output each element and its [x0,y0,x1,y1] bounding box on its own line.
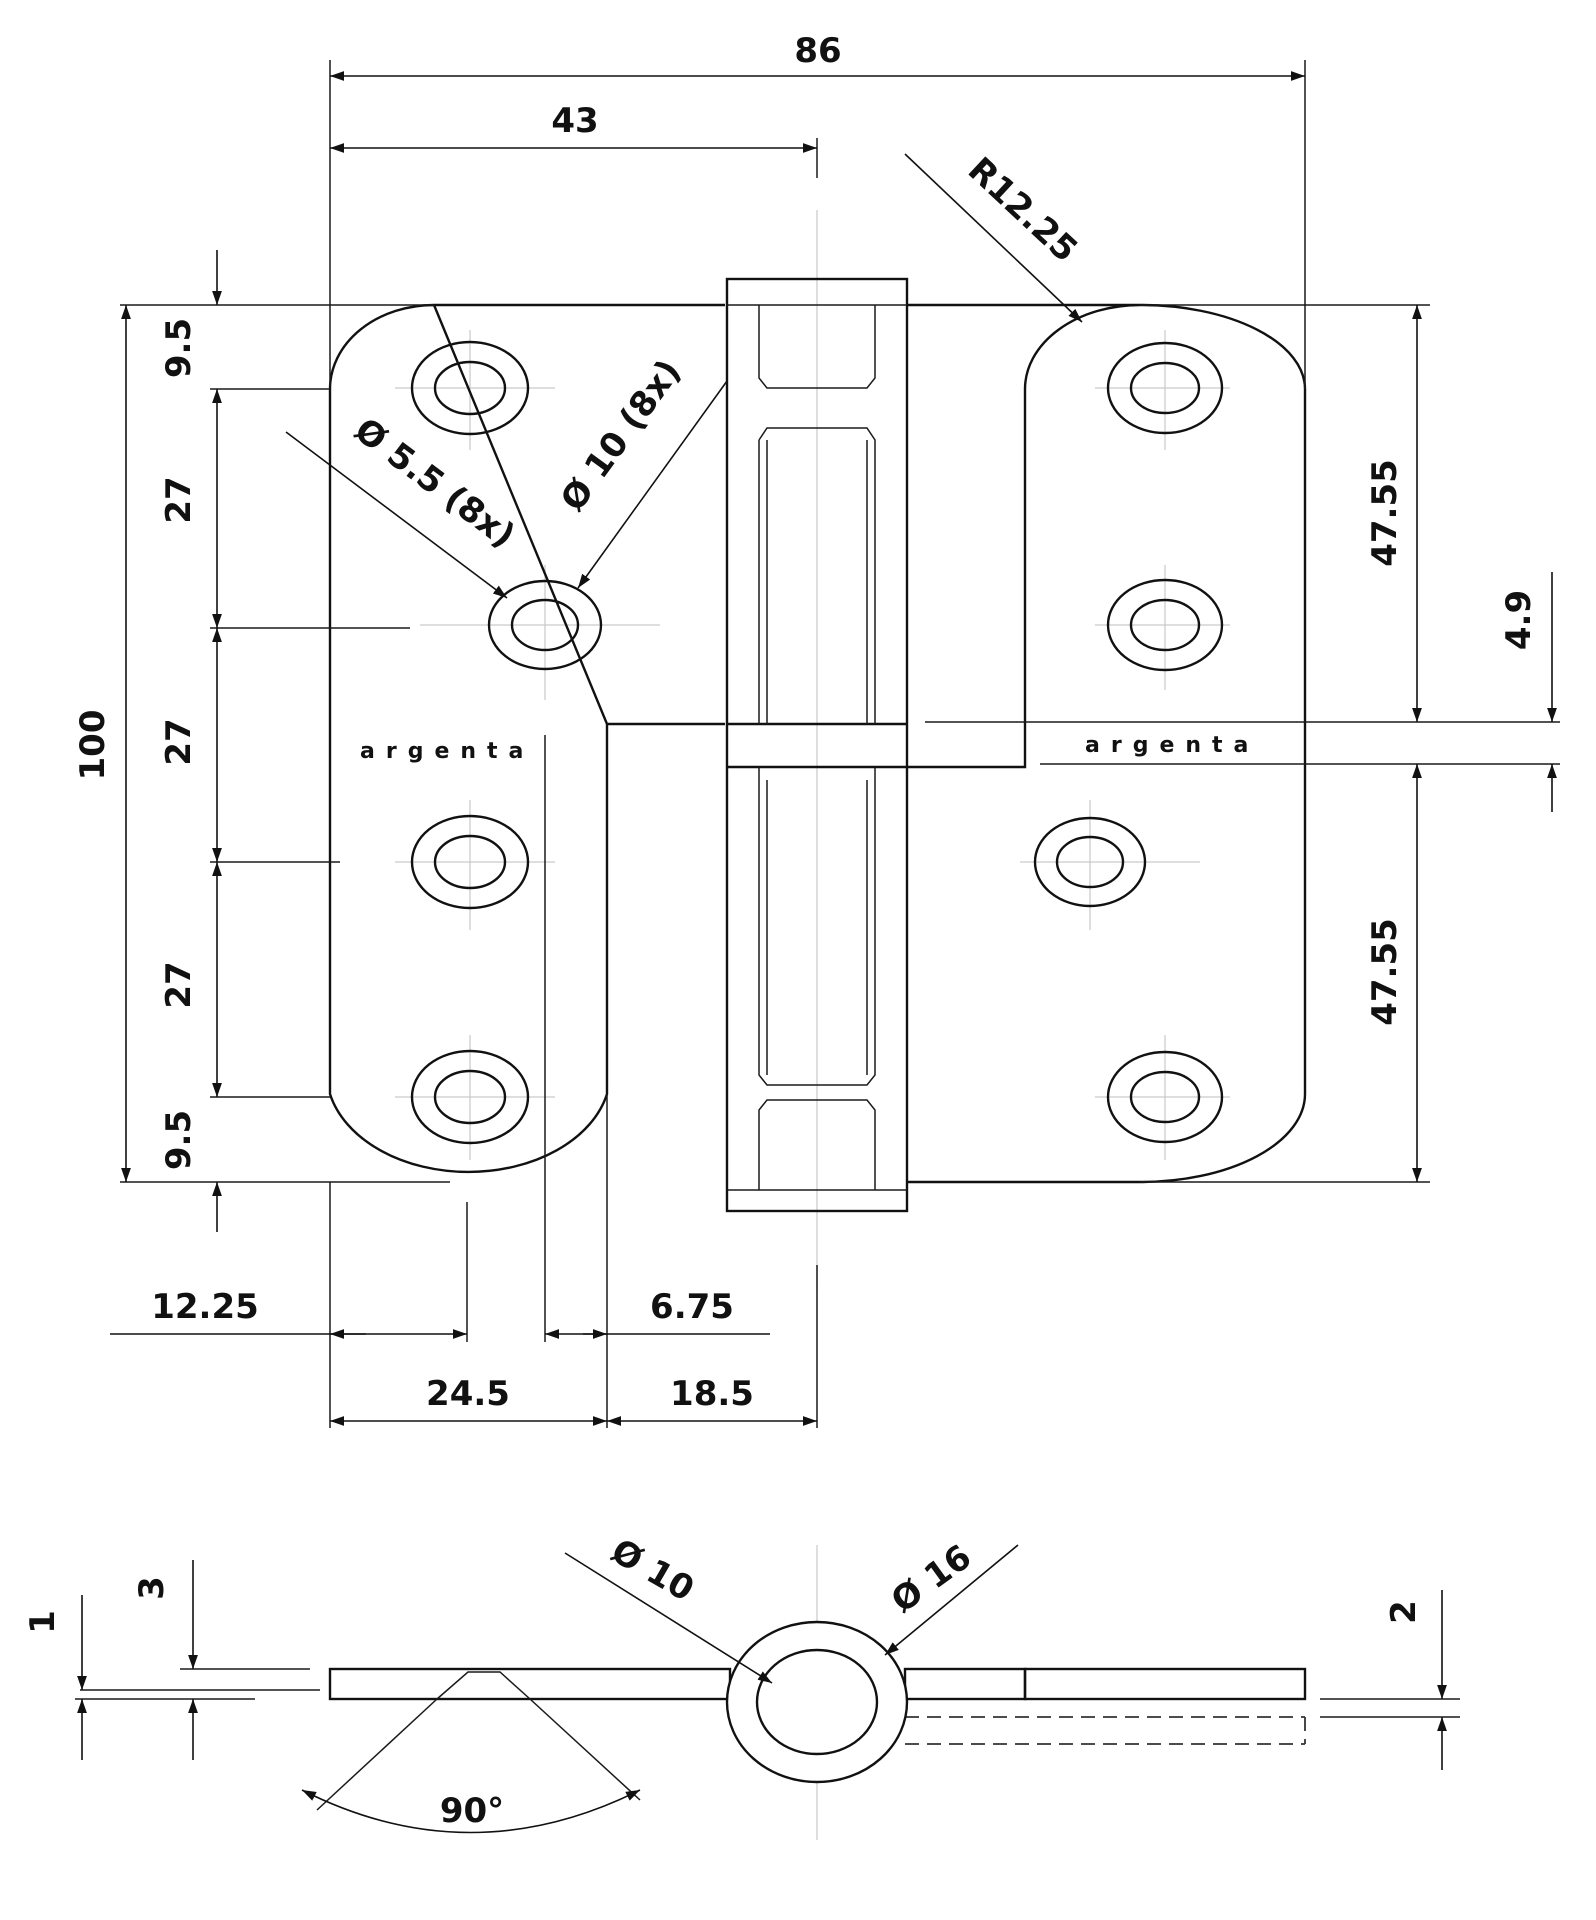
hole-right-3 [1033,816,1147,908]
dim-label-47-55-lower: 47.55 [1365,918,1405,1026]
hole-right-1 [1106,341,1224,435]
dim-hole-callouts: Ø 5.5 (8x) Ø 10 (8x) [285,352,728,599]
dim-label-43: 43 [551,101,598,141]
dim-label-pin-d10: Ø 10 [604,1531,700,1610]
centerlines [395,210,1230,1290]
brand-mark-left: argenta [360,739,534,764]
dim-label-27-a: 27 [159,476,199,523]
dim-countersink-angle: 90° [301,1698,641,1834]
front-view: argenta argenta 86 43 R12.25 Ø 5.5 (8x) … [73,31,1560,1428]
side-view: 90° Ø 10 Ø 16 1 3 2 [23,1531,1460,1840]
dim-label-27-c: 27 [159,961,199,1008]
dim-label-47-55-upper: 47.55 [1365,459,1405,567]
dim-label-9-5-bottom: 9.5 [159,1110,199,1170]
dim-label-thk-1: 1 [23,1610,63,1634]
dim-label-knuckle-d16: Ø 16 [884,1537,979,1621]
hole-left-2 [487,579,603,671]
dim-label-4-9: 4.9 [1499,590,1539,650]
dim-corner-radius: R12.25 [904,150,1085,323]
dim-label-9-5-top: 9.5 [159,318,199,378]
knuckle-barrel [725,277,909,1213]
hole-left-3 [410,814,530,910]
hole-left-1 [410,340,530,436]
dim-label-d5-5: Ø 5.5 (8x) [347,410,522,556]
dim-label-6-75: 6.75 [650,1287,734,1327]
dim-bottom: 12.25 6.75 24.5 18.5 [110,735,818,1428]
brand-mark-right: argenta [1085,733,1259,758]
dim-overall-width: 86 [329,31,1306,389]
dim-label-90-deg: 90° [440,1791,504,1831]
dim-label-r12-25: R12.25 [960,150,1085,270]
dim-vertical-right: 47.55 4.9 47.55 [925,304,1560,1183]
dim-label-d10: Ø 10 (8x) [553,352,689,518]
dim-vertical-left: 100 9.5 27 27 27 9.5 [73,250,450,1232]
dim-label-27-b: 27 [159,718,199,765]
dim-thickness: 1 3 2 [23,1560,1460,1770]
dim-half-width: 43 [330,101,818,178]
side-leaf-left [328,1667,732,1701]
left-leaf-outline [328,303,725,1174]
dim-label-24-5: 24.5 [426,1374,510,1414]
dim-label-86: 86 [794,31,841,71]
hole-right-4 [1106,1050,1224,1144]
right-leaf-outline [908,303,1307,1184]
hole-left-4 [410,1049,530,1145]
dim-label-12-25: 12.25 [151,1287,259,1327]
dim-label-thk-3: 3 [132,1576,172,1600]
dim-label-18-5: 18.5 [670,1374,754,1414]
side-knuckle [725,1620,909,1784]
side-leaf-right [903,1667,1307,1745]
dim-label-100: 100 [73,710,113,781]
dim-label-thk-2: 2 [1384,1600,1424,1624]
hole-right-2 [1106,578,1224,672]
